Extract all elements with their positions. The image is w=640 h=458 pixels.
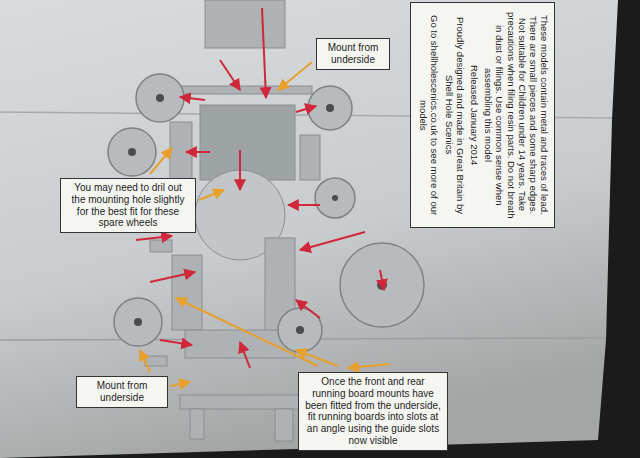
notice-text: Proudly designed and made in Great Brita… bbox=[443, 8, 465, 222]
callout-box: Mount from underside bbox=[76, 376, 168, 408]
notice-text: Released January 2014 bbox=[469, 8, 480, 222]
safety-notice: These models contain metal and traces of… bbox=[410, 2, 555, 228]
callout-text: Mount from underside bbox=[322, 42, 384, 66]
callout-box: Once the front and rear running board mo… bbox=[298, 372, 448, 451]
paper-sheet bbox=[0, 0, 618, 458]
callout-box: You may need to dril out the mounting ho… bbox=[60, 178, 196, 233]
callout-box: Mount from underside bbox=[316, 38, 390, 70]
callout-text: You may need to dril out the mounting ho… bbox=[66, 182, 190, 229]
notice-text: These models contain metal and traces of… bbox=[483, 8, 550, 222]
notice-text: Go to shellholescenics.co.uk to see more… bbox=[418, 8, 440, 222]
callout-text: Mount from underside bbox=[82, 380, 162, 404]
callout-text: Once the front and rear running board mo… bbox=[304, 376, 442, 447]
